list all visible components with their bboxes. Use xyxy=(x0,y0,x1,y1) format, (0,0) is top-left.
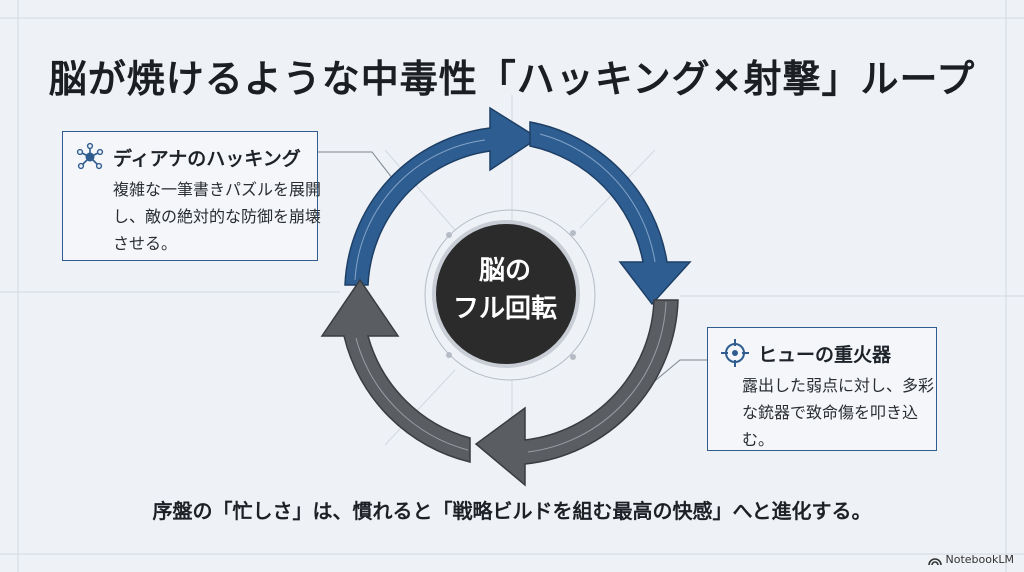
center-label: 脳の フル回転 xyxy=(430,252,580,328)
ring-node xyxy=(570,354,576,360)
inner-ring xyxy=(424,209,596,381)
crosshair-icon xyxy=(721,339,749,367)
ring-node xyxy=(570,230,576,236)
notebooklm-logo-icon xyxy=(927,557,942,565)
page-title: 脳が焼けるような中毒性「ハッキング×射撃」ループ xyxy=(48,57,976,101)
center-label-line2: フル回転 xyxy=(452,294,557,324)
cycle-arrow-blue-right xyxy=(529,121,692,306)
cycle-arrow-blue-left xyxy=(344,106,540,286)
center-circle xyxy=(432,220,580,368)
heavy-weapons-label: ヒューの重火器 xyxy=(758,343,892,366)
network-icon xyxy=(76,142,104,170)
hacking-callout: ディアナのハッキング 複雑な一筆書きパズルを展開し、敵の絶対的な防御を崩壊させる… xyxy=(62,131,321,261)
cycle-arrow-gray-left xyxy=(320,278,471,463)
heavy-weapons-callout: ヒューの重火器 露出した弱点に対し、多彩な銃器で致命傷を叩き込む。 xyxy=(707,327,937,451)
center-label-line1: 脳の xyxy=(478,256,531,286)
ring-node xyxy=(446,232,452,238)
brand-mark: NotebookLM xyxy=(927,553,1014,566)
brand-name: NotebookLM xyxy=(945,553,1014,566)
heavy-weapons-description: 露出した弱点に対し、多彩な銃器で致命傷を叩き込む。 xyxy=(742,376,935,449)
hacking-description: 複雑な一筆書きパズルを展開し、敵の絶対的な防御を崩壊させる。 xyxy=(113,180,322,253)
ring-node xyxy=(446,352,452,358)
footer-caption: 序盤の「忙しさ」は、慣れると「戦略ビルドを組む最高の快感」へと進化する。 xyxy=(152,499,872,523)
cycle-arrow-gray-right xyxy=(474,299,679,487)
hacking-label: ディアナのハッキング xyxy=(113,147,301,170)
